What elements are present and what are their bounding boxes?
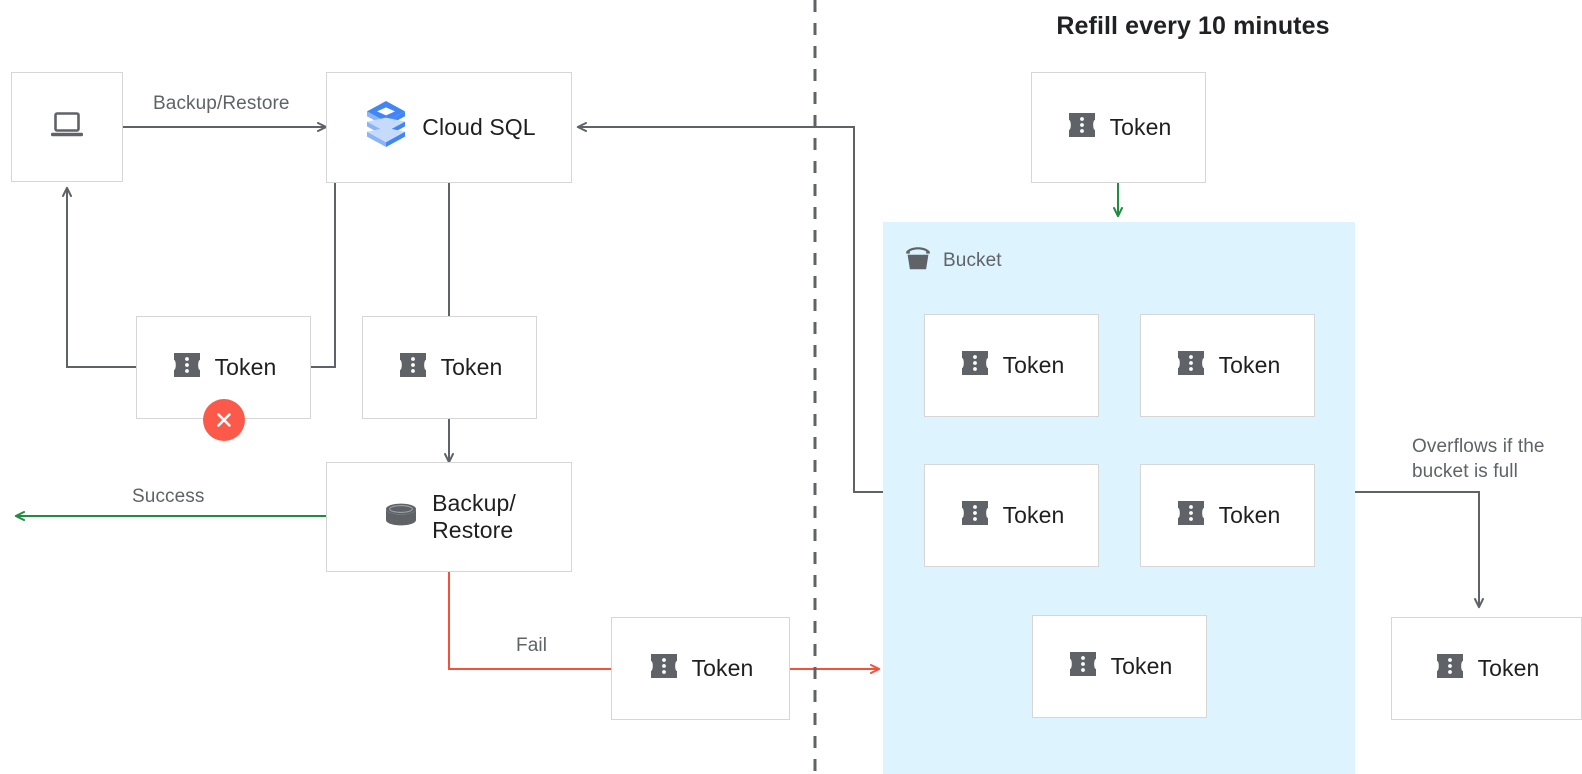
token-icon [1175, 498, 1207, 533]
backup-restore-node[interactable]: Backup/ Restore [326, 462, 572, 572]
bucket-label: Bucket [943, 249, 1002, 271]
token-icon [397, 350, 429, 385]
token-label: Token [1218, 501, 1281, 528]
token-label: Token [1218, 351, 1281, 378]
token-icon [1066, 110, 1098, 145]
token-icon [1067, 649, 1099, 684]
bucket-region: Bucket Token [883, 222, 1355, 774]
bucket-header: Bucket [903, 244, 1002, 277]
edge-token-failed-to-laptop [62, 186, 136, 368]
token-refill-node[interactable]: Token [1031, 72, 1206, 183]
edge-label-fail: Fail [516, 635, 548, 656]
laptop-icon [47, 108, 87, 147]
bucket-token-5[interactable]: Token [1032, 615, 1207, 718]
token-label: Token [691, 654, 754, 681]
edge-overflow [1355, 491, 1484, 609]
edge-cloudsql-to-token-failed [311, 183, 336, 368]
token-icon [1434, 651, 1466, 686]
bucket-token-1[interactable]: Token [924, 314, 1099, 417]
token-label: Token [1002, 501, 1065, 528]
error-x-badge [203, 399, 245, 441]
close-icon [217, 413, 231, 427]
edge-label-success: Success [132, 486, 205, 507]
edge-bucket-to-cloudsql [576, 122, 883, 493]
laptop-node[interactable] [11, 72, 123, 182]
bucket-token-2[interactable]: Token [1140, 314, 1315, 417]
bucket-icon [903, 244, 933, 277]
token-label: Token [1477, 654, 1540, 681]
token-icon [959, 498, 991, 533]
token-label: Token [1110, 652, 1173, 679]
cloud-sql-icon [362, 99, 410, 156]
token-icon [1175, 348, 1207, 383]
diagram-title: Refill every 10 minutes [1056, 12, 1330, 40]
token-icon [959, 348, 991, 383]
cloud-sql-node[interactable]: Cloud SQL [326, 72, 572, 183]
token-label: Token [1002, 351, 1065, 378]
database-icon [382, 498, 420, 537]
token-icon [171, 350, 203, 385]
backup-restore-label: Backup/ Restore [432, 489, 516, 543]
token-label: Token [1109, 113, 1172, 140]
token-fail-path-node[interactable]: Token [611, 617, 790, 720]
bucket-token-3[interactable]: Token [924, 464, 1099, 567]
token-request-node[interactable]: Token [362, 316, 537, 419]
token-overflow-node[interactable]: Token [1391, 617, 1582, 720]
token-label: Token [214, 353, 277, 380]
edge-label-overflow: Overflows if the bucket is full [1412, 436, 1545, 482]
token-icon [648, 651, 680, 686]
cloud-sql-label: Cloud SQL [422, 113, 536, 140]
bucket-token-4[interactable]: Token [1140, 464, 1315, 567]
token-label: Token [440, 353, 503, 380]
edge-label-backup-restore: Backup/Restore [153, 93, 290, 114]
